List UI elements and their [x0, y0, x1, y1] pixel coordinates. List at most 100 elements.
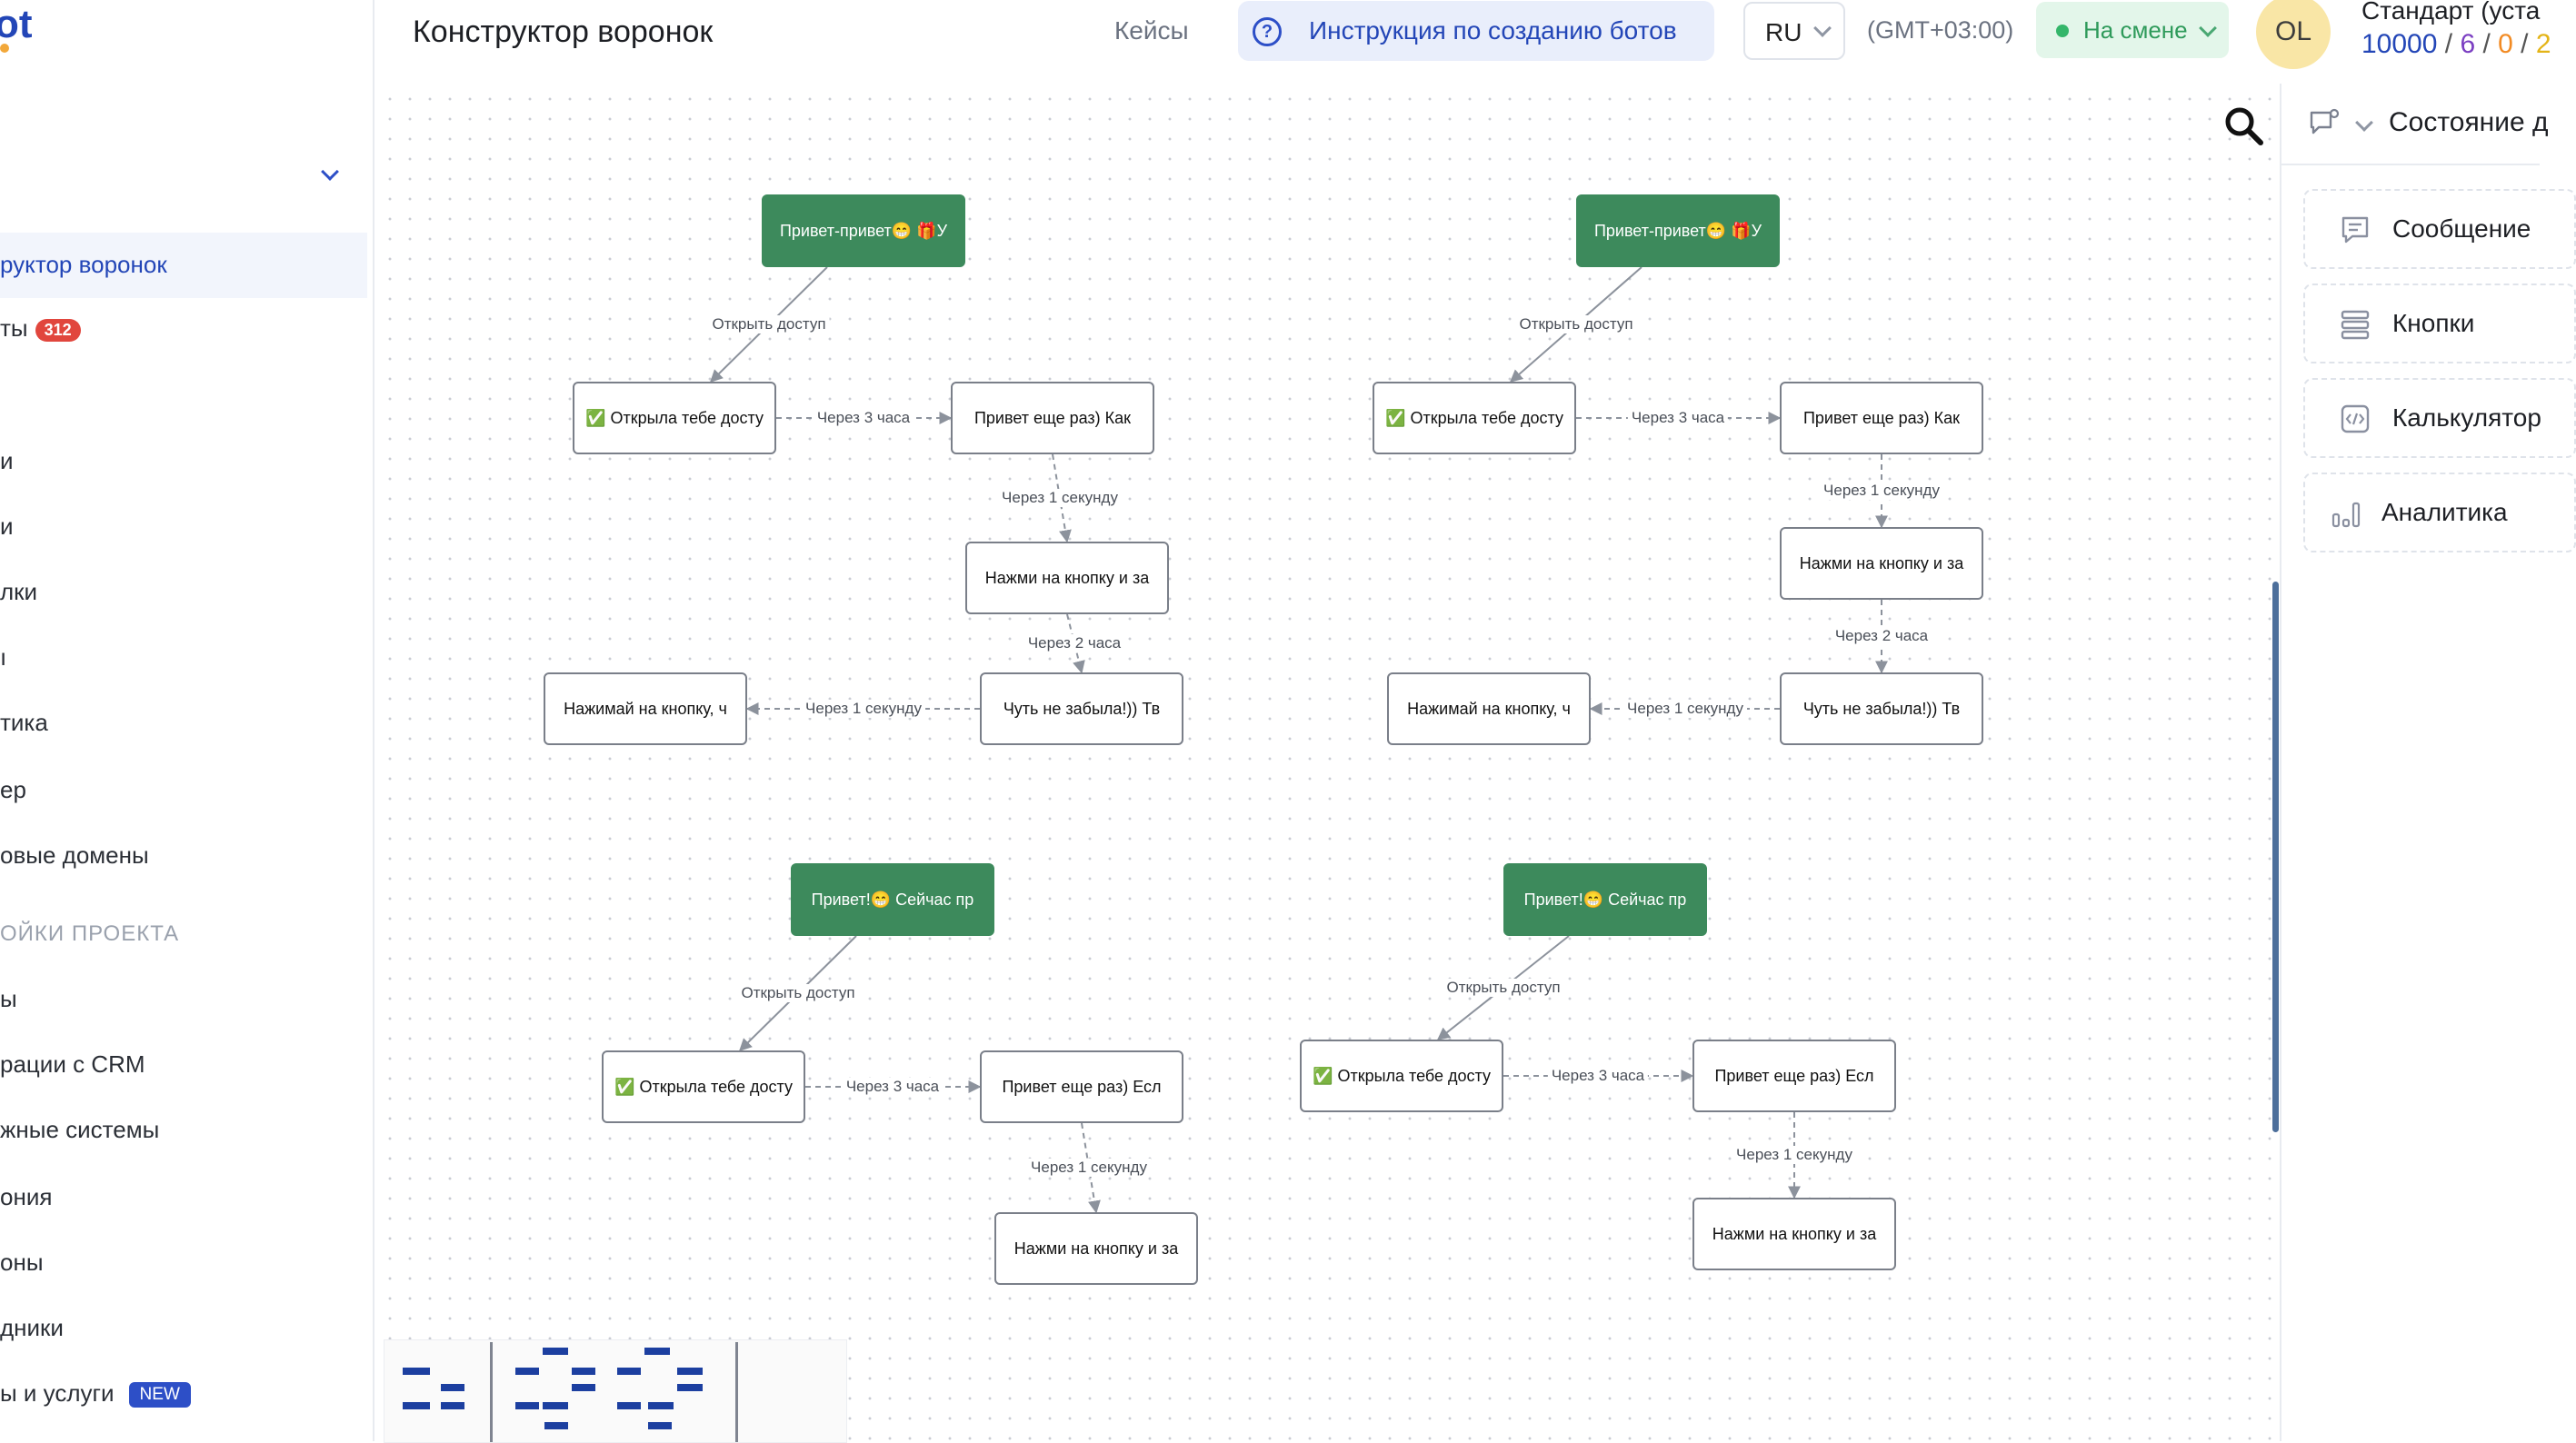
bot-guide-label: Инструкция по созданию ботов	[1309, 16, 1677, 45]
funnel-node[interactable]: Нажми на кнопку и за	[1692, 1198, 1896, 1270]
canvas-minimap[interactable]	[384, 1339, 847, 1443]
minimap-node	[544, 1422, 568, 1429]
cases-link[interactable]: Кейсы	[1114, 16, 1189, 45]
sidebar-item-settings-1[interactable]: ы	[0, 985, 17, 1013]
sidebar-item-4[interactable]: и	[0, 513, 14, 541]
funnel-node[interactable]: Нажми на кнопку и за	[994, 1212, 1198, 1285]
minimap-node	[543, 1348, 568, 1355]
minimap-node	[543, 1402, 568, 1409]
edge-label: Открыть доступ	[1515, 315, 1637, 333]
funnel-node[interactable]: Нажимай на кнопку, ч	[1387, 672, 1591, 745]
sidebar-item-services[interactable]: ы и услуги NEW	[0, 1379, 191, 1408]
brand-logo[interactable]: ot	[0, 2, 33, 47]
funnel-start-node[interactable]: Привет!😁 Сейчас пр	[791, 863, 994, 936]
funnel-canvas[interactable]	[374, 84, 2280, 1441]
chat-settings-icon[interactable]	[2309, 108, 2340, 136]
block-analytics[interactable]: Аналитика	[2303, 473, 2576, 552]
funnel-node[interactable]: Чуть не забыла!)) Тв	[980, 672, 1183, 745]
funnel-node[interactable]: ✅ Открыла тебе досту	[573, 382, 776, 454]
timezone-label: (GMT+03:00)	[1867, 16, 2014, 44]
node-text: Нажимай на кнопку, ч	[564, 699, 727, 718]
node-text: Привет еще раз) Как	[973, 408, 1132, 427]
node-text: Привет!😁 Сейчас пр	[1523, 890, 1687, 909]
state-select-label[interactable]: Состояние д	[2389, 107, 2549, 137]
sidebar-section-title: ОЙКИ ПРОЕКТА	[0, 921, 180, 946]
blocks-panel: Состояние д Сообщение Кнопки Калькулятор…	[2280, 84, 2576, 1441]
minimap-node	[515, 1402, 539, 1409]
funnel-start-node[interactable]: Привет-привет😁 🎁У	[1576, 194, 1780, 267]
funnel-node[interactable]: Нажми на кнопку и за	[965, 542, 1169, 614]
stat-a: 10000	[2361, 29, 2438, 59]
shift-status-select[interactable]: На смене	[2036, 2, 2229, 58]
sidebar-item-label: ты	[0, 314, 28, 342]
brand-logo-text: ot	[0, 2, 33, 46]
funnel-start-node[interactable]: Привет!😁 Сейчас пр	[1503, 863, 1707, 936]
sidebar-item-templates[interactable]: оны	[0, 1249, 44, 1277]
canvas-scrollbar[interactable]	[2272, 582, 2279, 1132]
edge-label: Открыть доступ	[737, 984, 859, 1002]
funnel-start-node[interactable]: Привет-привет😁 🎁У	[762, 194, 965, 267]
language-value: RU	[1765, 18, 1802, 46]
block-calculator[interactable]: Калькулятор	[2303, 378, 2576, 458]
funnel-node[interactable]: Чуть не забыла!)) Тв	[1780, 672, 1983, 745]
sidebar-item-label: дники	[0, 1314, 64, 1341]
sidebar-item-chats[interactable]: ты 312	[0, 314, 81, 343]
edge-label: Открыть доступ	[708, 315, 830, 333]
page-title: Конструктор воронок	[413, 15, 714, 49]
sidebar-item-analytics[interactable]: тика	[0, 709, 48, 737]
language-select[interactable]: RU	[1743, 2, 1845, 60]
minimap-node	[403, 1368, 430, 1375]
sidebar-item-3[interactable]: и	[0, 447, 14, 475]
minimap-node	[441, 1384, 464, 1391]
block-label: Сообщение	[2392, 214, 2531, 243]
sidebar-item-domains[interactable]: овые домены	[0, 841, 149, 870]
bot-guide-button[interactable]: ? Инструкция по созданию ботов	[1238, 1, 1714, 61]
new-badge: NEW	[128, 1382, 191, 1408]
node-text: Нажми на кнопку и за	[984, 568, 1150, 587]
sidebar-item-funnels[interactable]: руктор воронок	[0, 233, 367, 298]
unread-count-badge: 312	[35, 318, 81, 342]
top-header: ot Конструктор воронок Кейсы ? Инструкци…	[0, 0, 2551, 85]
edge-label: Через 1 секунду	[802, 700, 925, 718]
funnel-node[interactable]: Нажимай на кнопку, ч	[544, 672, 747, 745]
sidebar-item-crm[interactable]: рации с CRM	[0, 1050, 145, 1079]
avatar[interactable]: OL	[2256, 0, 2331, 69]
funnel-node[interactable]: Привет еще раз) Есл	[980, 1050, 1183, 1123]
node-text: Привет!😁 Сейчас пр	[811, 890, 974, 909]
sidebar-item-8[interactable]: ер	[0, 776, 26, 804]
edge-label: Через 2 часа	[1831, 627, 1932, 645]
sidebar-item-label: рации с CRM	[0, 1050, 145, 1078]
edge-label: Через 1 секунду	[1623, 700, 1747, 718]
sidebar-item-label: и	[0, 447, 14, 474]
sidebar-item-label: ы и услуги	[0, 1379, 115, 1407]
funnel-node[interactable]: Нажми на кнопку и за	[1780, 527, 1983, 600]
chevron-down-icon[interactable]	[2355, 114, 2373, 132]
edge-label: Через 3 часа	[842, 1078, 944, 1096]
funnel-node[interactable]: ✅ Открыла тебе досту	[1373, 382, 1576, 454]
brand-dot	[0, 44, 9, 53]
sidebar-item-mailings[interactable]: лки	[0, 578, 37, 606]
edge-label: Через 3 часа	[813, 409, 914, 427]
minimap-node	[572, 1384, 595, 1391]
funnel-node[interactable]: Привет еще раз) Как	[951, 382, 1154, 454]
sidebar-item-payments[interactable]: жные системы	[0, 1116, 159, 1144]
block-buttons[interactable]: Кнопки	[2303, 284, 2576, 363]
funnel-node[interactable]: Привет еще раз) Как	[1780, 382, 1983, 454]
node-text: Нажми на кнопку и за	[1799, 553, 1964, 572]
sidebar-item-employees[interactable]: дники	[0, 1314, 64, 1342]
sidebar-item-telephony[interactable]: ония	[0, 1183, 52, 1211]
stat-sep: /	[2437, 29, 2461, 59]
node-text: Привет еще раз) Есл	[1002, 1077, 1162, 1096]
node-text: ✅ Открыла тебе досту	[1385, 408, 1563, 427]
sidebar-item-label: жные системы	[0, 1116, 160, 1143]
sidebar-item-6[interactable]: ı	[0, 643, 6, 672]
node-text: Привет еще раз) Как	[1802, 408, 1961, 427]
block-label: Кнопки	[2392, 309, 2475, 337]
funnel-node[interactable]: Привет еще раз) Есл	[1692, 1040, 1896, 1112]
funnel-node[interactable]: ✅ Открыла тебе досту	[602, 1050, 805, 1123]
search-icon[interactable]	[2223, 105, 2263, 145]
edge-label: Через 1 секунду	[1820, 482, 1943, 500]
block-message[interactable]: Сообщение	[2303, 189, 2576, 269]
funnel-node[interactable]: ✅ Открыла тебе досту	[1300, 1040, 1503, 1112]
